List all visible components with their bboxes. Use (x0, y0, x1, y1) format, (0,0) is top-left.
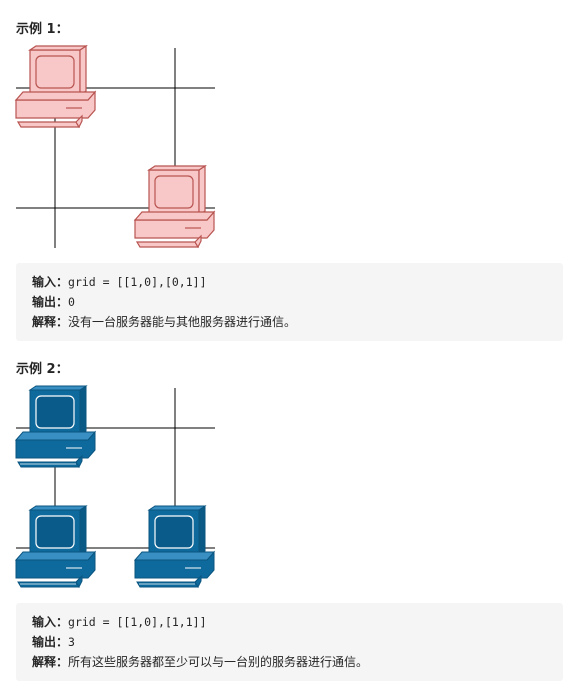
output-value: 3 (68, 635, 75, 649)
input-value: grid = [[1,0],[1,1]] (68, 615, 207, 629)
server-computer-icon (14, 385, 97, 469)
explanation-value: 所有这些服务器都至少可以与一台别的服务器进行通信。 (68, 655, 369, 669)
input-label: 输入： (32, 275, 69, 289)
example-1-grid-figure (14, 44, 216, 249)
input-value: grid = [[1,0],[0,1]] (68, 275, 207, 289)
explanation-label: 解释： (32, 655, 69, 669)
explanation-value: 没有一台服务器能与其他服务器进行通信。 (68, 315, 297, 329)
output-label: 输出： (32, 295, 69, 309)
explanation-label: 解释： (32, 315, 69, 329)
example-2-grid-figure (14, 385, 216, 589)
server-computer-icon (14, 44, 97, 129)
example-1-code-block: 输入：grid = [[1,0],[0,1]] 输出：0 解释：没有一台服务器能… (16, 263, 563, 341)
example-2-code-block: 输入：grid = [[1,0],[1,1]] 输出：3 解释：所有这些服务器都… (16, 603, 563, 681)
example-1-title: 示例 1： (16, 22, 69, 37)
input-label: 输入： (32, 615, 69, 629)
output-value: 0 (68, 295, 75, 309)
server-computer-icon (133, 505, 216, 589)
example-2-title: 示例 2： (16, 362, 69, 377)
server-computer-icon (14, 505, 97, 589)
output-label: 输出： (32, 635, 69, 649)
server-computer-icon (133, 164, 216, 249)
